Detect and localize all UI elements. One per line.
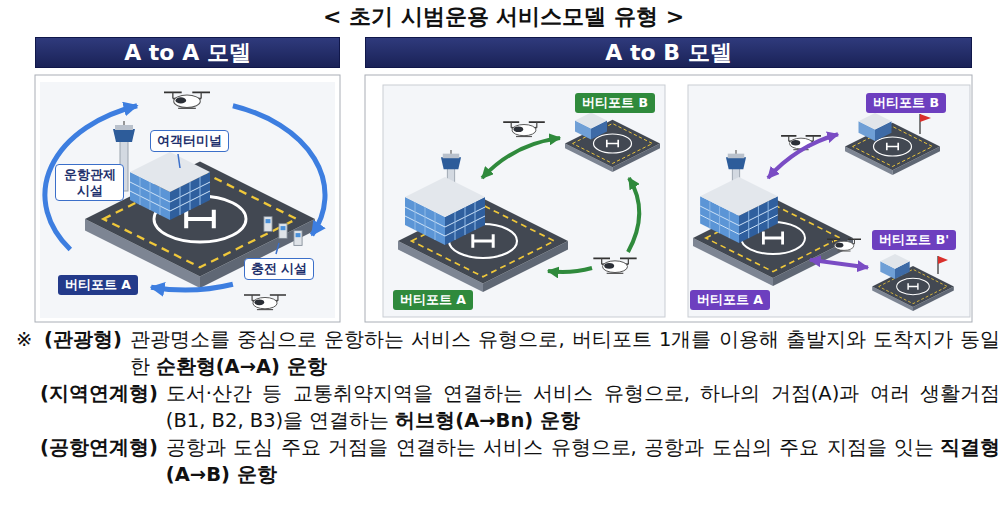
callout-text: 운항관제 시설	[62, 167, 117, 198]
note-body: 도서·산간 등 교통취약지역을 연결하는 서비스 유형으로, 하나의 거점(A)…	[166, 380, 1000, 434]
vertiport-tag: 버티포트 A	[690, 290, 770, 310]
leader-line	[276, 243, 279, 254]
service-type: (공항연계형)	[40, 434, 158, 461]
model-band: A to B 모델	[365, 37, 972, 68]
callout-text: 충전 시설	[251, 261, 307, 277]
uam-aircraft	[164, 92, 210, 108]
route-arrow	[810, 260, 868, 268]
uam-aircraft	[827, 239, 861, 251]
note-body: 관광명소를 중심으로 운항하는 서비스 유형으로, 버티포트 1개를 이용해 출…	[130, 326, 1000, 380]
vertiport: 버티포트 B	[560, 93, 655, 168]
route-arrow	[768, 134, 838, 178]
image-ground	[40, 82, 335, 318]
model-band: A to A 모델	[35, 37, 340, 68]
vertiport-building	[880, 254, 909, 279]
vertiport-tag: 버티포트 B	[866, 93, 946, 113]
vertiport: 버티포트 A	[393, 178, 555, 310]
vertiport-tag: 버티포트 A	[58, 275, 138, 295]
notes: ※(관광형) 관광명소를 중심으로 운항하는 서비스 유형으로, 버티포트 1개를…	[16, 326, 1000, 488]
note-row: (지역연계형) 도서·산간 등 교통취약지역을 연결하는 서비스 유형으로, 하나…	[16, 380, 1000, 434]
flag	[920, 114, 931, 122]
leader-line	[178, 154, 180, 168]
facility-callout: 충전 시설	[244, 258, 314, 280]
note-body: 공항과 도심 주요 거점을 연결하는 서비스 유형으로, 공항과 도심의 주요 …	[166, 434, 1000, 488]
circuit-arrow	[233, 106, 325, 235]
route-arrow	[628, 178, 639, 252]
vertiport-tag: 버티포트 B	[575, 93, 655, 113]
note-row: (공항연계형) 공항과 도심 주요 거점을 연결하는 서비스 유형으로, 공항과 …	[16, 434, 1000, 488]
image-ground	[383, 85, 665, 317]
vertiport-building	[575, 112, 607, 139]
vertiport: 버티포트 A	[690, 178, 810, 310]
uam-aircraft	[244, 295, 286, 310]
terminal-building	[405, 177, 485, 245]
band-title: A to B 모델	[605, 38, 731, 68]
vertiport-tag: 버티포트 B'	[872, 230, 956, 250]
image-ground	[688, 85, 970, 317]
diagram-title: < 초기 시범운용 서비스모델 유형 >	[0, 3, 1007, 31]
vertiport-tag: 버티포트 A	[393, 290, 473, 310]
description: 도서·산간 등 교통취약지역을 연결하는 서비스 유형으로, 하나의 거점(A)…	[166, 382, 1000, 432]
panel-frame	[365, 75, 972, 322]
note-row: ※(관광형) 관광명소를 중심으로 운항하는 서비스 유형으로, 버티포트 1개를…	[16, 326, 1000, 380]
route-arrow	[482, 138, 560, 178]
service-type: (관광형)	[44, 326, 122, 353]
keyword: 순환형(A→A) 운항	[156, 355, 327, 378]
vertiport: 버티포트 B'	[868, 230, 956, 305]
vertiport: 버티포트 B	[838, 93, 946, 168]
vertiport-building	[859, 113, 892, 141]
terminal-building	[130, 152, 210, 220]
service-type: (지역연계형)	[40, 380, 158, 407]
facility-callout: 운항관제 시설	[55, 164, 124, 201]
charger	[264, 217, 272, 232]
terminal-building	[700, 177, 778, 243]
panel-frame	[35, 75, 340, 322]
flag	[938, 256, 948, 264]
uam-aircraft	[593, 258, 636, 273]
facility-callout: 여객터미널	[150, 130, 229, 152]
circuit-arrow	[151, 284, 233, 290]
circuit-arrow	[45, 106, 137, 250]
note-mark: ※	[16, 326, 44, 353]
charger	[279, 224, 287, 239]
uam-aircraft	[503, 122, 545, 136]
callout-text: 여객터미널	[157, 133, 222, 149]
vertiport: 버티포트 A	[58, 275, 139, 295]
band-title: A to A 모델	[124, 38, 251, 68]
route-arrow	[548, 268, 592, 272]
keyword: 허브형(A→Bn) 운항	[395, 409, 580, 432]
description: 공항과 도심 주요 거점을 연결하는 서비스 유형으로, 공항과 도심의 주요 …	[166, 436, 934, 459]
charger	[294, 231, 302, 246]
